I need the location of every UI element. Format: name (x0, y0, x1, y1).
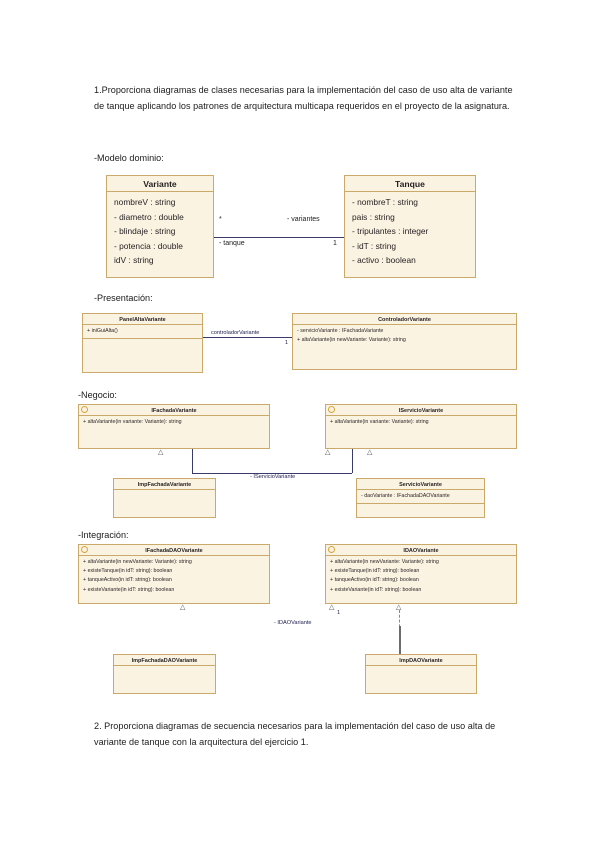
member-row: + tanqueActivo(in idT: string): boolean (83, 577, 172, 584)
interface-box-ifachada-variante: IFachadaVariante + altaVariante(in varia… (78, 404, 270, 449)
section-label-business: -Negocio: (78, 390, 117, 400)
class-box-imp-fachada-variante: ImpFachadaVariante (113, 478, 216, 518)
class-title-servicio-variante: ServicioVariante (357, 479, 484, 490)
generalization-arrow-iservicio-right: △ (367, 449, 373, 456)
class-title-variante: Variante (107, 176, 213, 192)
multiplicity-idao-variante: 1 (337, 610, 341, 616)
interface-title-ifachada-dao-variante: IFachadaDAOVariante (79, 545, 269, 556)
interface-members-idao-variante: + altaVariante(in newVariante: Variante)… (326, 556, 516, 604)
class-title-imp-dao-variante: ImpDAOVariante (366, 655, 476, 666)
class-title-imp-fachada-variante: ImpFachadaVariante (114, 479, 215, 490)
interface-title-idao-variante: IDAOVariante (326, 545, 516, 556)
member-row: + existeTanque(in idT: string): boolean (83, 568, 173, 575)
class-title-panel-alta-variante: PanelAltaVariante (83, 314, 202, 325)
class-members-imp-fachada-dao-variante (114, 666, 215, 694)
generalization-arrow-ifachada-dao: △ (180, 604, 186, 611)
edge-label-iservicio-variante: - IServicioVariante (250, 474, 296, 480)
interface-members-ifachada-dao-variante: + altaVariante(in newVariante: Variante)… (79, 556, 269, 604)
class-members-panel-alta-variante: + iniGuiAlta() (83, 325, 202, 339)
intro-paragraph-1: 1.Proporciona diagramas de clases necesa… (94, 85, 513, 111)
section-label-integration: -Integración: (78, 530, 129, 540)
class-members-imp-dao-variante (366, 666, 476, 694)
interface-members-ifachada-variante: + altaVariante(in variante: Variante): s… (79, 416, 269, 449)
multiplicity-tanque: 1 (333, 240, 337, 247)
member-row: + existeVariante(in idT: string): boolea… (330, 586, 422, 593)
attribute-row: - tripulantes : integer (352, 226, 429, 237)
class-title-controlador-variante: ControladorVariante (293, 314, 516, 325)
association-line-panel-controlador (203, 337, 292, 338)
member-row: + altaVariante(in newVariante: Variante)… (330, 559, 439, 565)
member-row: - daoVariante : IFachadaDAOVariante (361, 493, 450, 499)
class-box-variante: Variante nombreV : string - diametro : d… (106, 175, 214, 278)
section-label-domain: -Modelo dominio: (94, 153, 164, 163)
attribute-row: - diametro : double (114, 211, 184, 222)
class-box-servicio-variante: ServicioVariante - daoVariante : IFachad… (356, 478, 485, 518)
class-box-imp-dao-variante: ImpDAOVariante (365, 654, 477, 694)
attribute-row: pais : string (352, 211, 395, 222)
interface-circle-icon (328, 406, 335, 413)
edge-label-idao-variante: - IDAOVariante (274, 620, 312, 626)
attribute-row: - blindaje : string (114, 226, 176, 237)
realization-line-imp-dao-solid (399, 626, 401, 656)
intro-paragraph-2: 2. Proporciona diagramas de secuencia ne… (94, 721, 496, 747)
member-row: - servicioVariante : IFachadaVariante (297, 328, 384, 334)
attribute-row: - potencia : double (114, 240, 183, 251)
role-tanque: - tanque (219, 240, 245, 247)
attribute-row: idV : string (114, 255, 154, 266)
interface-title-iservicio-variante: IServicioVariante (326, 405, 516, 416)
interface-box-iservicio-variante: IServicioVariante + altaVariante(in vari… (325, 404, 517, 449)
member-row: + altaVariante(in newVariante: Variante)… (297, 337, 406, 344)
member-row: + altaVariante(in newVariante: Variante)… (83, 559, 192, 565)
link-line-business-left-riser (192, 449, 193, 473)
role-variantes: - variantes (287, 216, 320, 223)
member-row: + tanqueActivo(in idT: string): boolean (330, 577, 419, 584)
member-row: + altaVariante(in variante: Variante): s… (330, 419, 429, 425)
class-title-imp-fachada-dao-variante: ImpFachadaDAOVariante (114, 655, 215, 666)
multiplicity-variante: * (219, 216, 222, 223)
attribute-row: - activo : boolean (352, 255, 416, 266)
attribute-row: - idT : string (352, 240, 397, 251)
attribute-row: - nombreT : string (352, 197, 418, 207)
member-row: + existeVariante(in idT: string): boolea… (83, 586, 175, 593)
class-title-tanque: Tanque (345, 176, 475, 192)
interface-title-ifachada-variante: IFachadaVariante (79, 405, 269, 416)
interface-circle-icon (81, 546, 88, 553)
interface-members-iservicio-variante: + altaVariante(in variante: Variante): s… (326, 416, 516, 449)
class-box-controlador-variante: ControladorVariante - servicioVariante :… (292, 313, 517, 370)
class-attributes-tanque: - nombreT : string pais : string - tripu… (345, 192, 475, 278)
class-members-panel-alta-variante-empty (83, 339, 202, 372)
class-box-tanque: Tanque - nombreT : string pais : string … (344, 175, 476, 278)
interface-circle-icon (81, 406, 88, 413)
class-box-imp-fachada-dao-variante: ImpFachadaDAOVariante (113, 654, 216, 694)
class-members-servicio-variante-empty (357, 504, 484, 517)
interface-box-idao-variante: IDAOVariante + altaVariante(in newVarian… (325, 544, 517, 604)
class-members-servicio-variante: - daoVariante : IFachadaDAOVariante (357, 490, 484, 504)
association-line-variante-tanque (214, 237, 344, 238)
class-members-controlador-variante: - servicioVariante : IFachadaVariante + … (293, 325, 516, 369)
realization-arrow-idao: △ (396, 604, 402, 611)
link-line-business (192, 473, 352, 474)
attribute-row: nombreV : string (114, 197, 176, 207)
role-controlador-variante: controladorVariante (211, 330, 260, 336)
member-row: + existeTanque(in idT: string): boolean (330, 568, 420, 575)
interface-box-ifachada-dao-variante: IFachadaDAOVariante + altaVariante(in ne… (78, 544, 270, 604)
member-row: + iniGuiAlta() (87, 328, 118, 334)
multiplicity-controlador-variante: 1 (285, 340, 289, 346)
class-box-panel-alta-variante: PanelAltaVariante + iniGuiAlta() (82, 313, 203, 373)
member-row: + altaVariante(in variante: Variante): s… (83, 419, 182, 425)
class-members-imp-fachada-variante (114, 490, 215, 518)
generalization-arrow-iservicio-left: △ (325, 449, 331, 456)
generalization-arrow-idao: △ (329, 604, 335, 611)
interface-circle-icon (328, 546, 335, 553)
class-attributes-variante: nombreV : string - diametro : double - b… (107, 192, 213, 278)
link-line-business-right-riser (352, 449, 353, 473)
section-label-presentation: -Presentación: (94, 293, 153, 303)
generalization-arrow-ifachada: △ (158, 449, 164, 456)
